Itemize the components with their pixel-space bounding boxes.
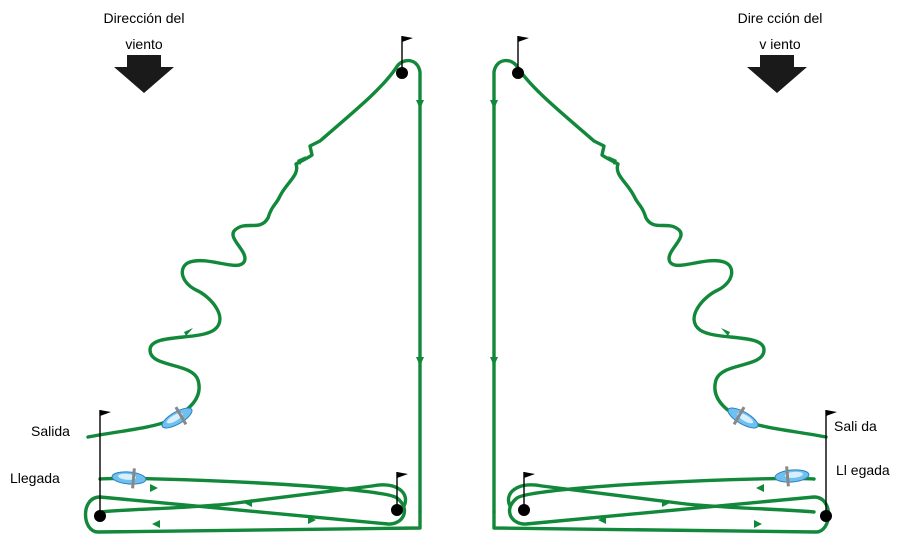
buoy-icon — [512, 67, 524, 79]
left-top-mark — [396, 36, 413, 79]
right-track-finish-reach — [506, 483, 816, 514]
flag-icon — [402, 36, 413, 42]
sailboat-icon — [161, 406, 193, 429]
left-wind-label-line1: Dirección del — [104, 10, 185, 26]
direction-arrow-icon — [297, 156, 306, 165]
flag-icon — [397, 472, 408, 478]
left-bottom-mark — [391, 472, 408, 516]
right-track-run — [492, 58, 520, 514]
direction-arrow-icon — [308, 516, 316, 524]
direction-arrow-icon — [184, 328, 193, 336]
wind-arrow-icon — [747, 55, 807, 93]
left-track-beat — [86, 66, 398, 439]
left-track-finish-reach — [98, 483, 408, 514]
left-wind-label-line2: viento — [125, 36, 163, 52]
direction-arrow-icon — [150, 484, 158, 492]
direction-arrow-icon — [152, 520, 160, 528]
buoy-icon — [518, 504, 530, 516]
left-finish-label: Llegada — [10, 470, 60, 486]
sailboat-icon — [727, 406, 759, 429]
wind-arrow-icon — [114, 55, 174, 93]
left-start-label: Salida — [31, 423, 70, 439]
direction-arrow-icon — [754, 520, 762, 528]
right-start-label: Sali da — [834, 418, 877, 434]
right-track-beat — [516, 66, 828, 439]
buoy-icon — [820, 510, 832, 522]
buoy-icon — [94, 510, 106, 522]
flag-icon — [826, 410, 837, 416]
direction-arrow-icon — [608, 156, 617, 165]
buoy-icon — [396, 67, 408, 79]
left-start-mark — [94, 410, 111, 522]
direction-arrow-icon — [490, 357, 498, 366]
direction-arrow-icon — [756, 484, 764, 492]
flag-icon — [524, 472, 535, 478]
flag-icon — [518, 36, 529, 42]
direction-arrow-icon — [598, 516, 606, 524]
direction-arrow-icon — [416, 100, 424, 109]
right-course: Dire cción del v iento — [490, 10, 890, 534]
right-finish-label: Ll egada — [836, 462, 890, 478]
left-track-run — [394, 58, 422, 514]
right-wind-label-line2: v iento — [759, 36, 800, 52]
direction-arrow-icon — [721, 328, 730, 336]
left-track-bottom-loop — [83, 476, 422, 534]
right-start-mark — [820, 410, 837, 522]
right-wind-label-line1: Dire cción del — [738, 10, 823, 26]
buoy-icon — [391, 504, 403, 516]
sailboat-icon — [111, 468, 147, 489]
flag-icon — [100, 410, 111, 416]
sailboat-icon — [774, 466, 810, 487]
right-bottom-mark — [518, 472, 535, 516]
direction-arrow-icon — [662, 499, 670, 507]
direction-arrow-icon — [244, 499, 252, 507]
left-course: Dirección del viento — [10, 10, 424, 534]
direction-arrow-icon — [416, 357, 424, 366]
direction-arrow-icon — [490, 100, 498, 109]
right-top-mark — [512, 36, 529, 79]
